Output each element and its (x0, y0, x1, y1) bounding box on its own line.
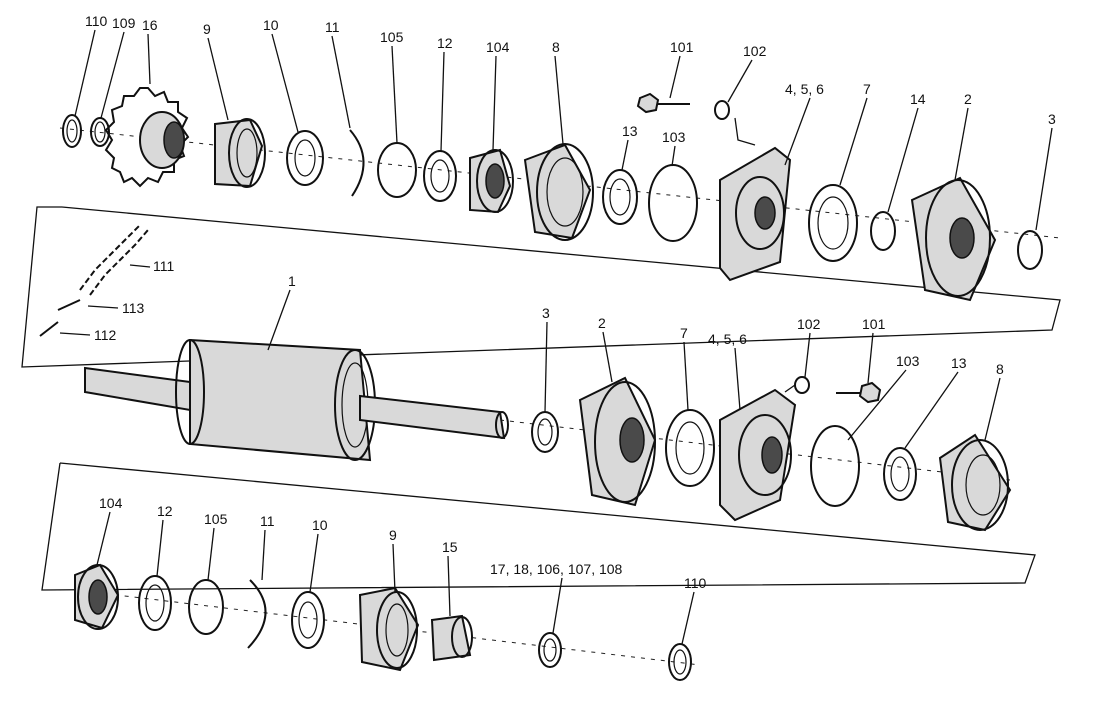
part-3-ring-top (1017, 230, 1043, 270)
part-105-spring-top (377, 142, 417, 198)
label-456-mid: 4, 5, 6 (708, 331, 747, 347)
chain-parts (39, 224, 149, 337)
part-7-plate-top (808, 184, 858, 262)
part-11-snapring-top (349, 129, 365, 197)
part-10-seal-top (286, 130, 324, 186)
label-110-bottom: 110 (684, 575, 707, 591)
label-2-top: 2 (964, 91, 972, 107)
label-103-mid: 103 (896, 353, 920, 369)
part-15-bushing (430, 614, 473, 662)
part-9-collar-bottom (358, 586, 420, 672)
label-102-top: 102 (743, 43, 767, 59)
label-111: 111 (153, 258, 174, 274)
label-104-bottom: 104 (99, 495, 123, 511)
part-3-ring-mid (531, 411, 559, 453)
label-10-bottom: 10 (312, 517, 328, 533)
part-13-seal-mid (883, 447, 917, 501)
part-9-collar-top (214, 118, 266, 188)
part-110-circlip-top (62, 114, 82, 148)
part-11-snapring-bottom (247, 579, 267, 649)
part-105-spring-bottom (188, 579, 224, 635)
leader-lines (59, 29, 1053, 645)
label-102-mid: 102 (797, 316, 821, 332)
label-8-mid: 8 (996, 361, 1004, 377)
part-group-17-18-106-107-108 (538, 632, 562, 668)
label-15: 15 (442, 539, 458, 555)
part-2-cover-top (910, 176, 997, 302)
label-101-top: 101 (670, 39, 694, 55)
part-7-plate-mid (665, 409, 715, 487)
label-105-bottom: 105 (204, 511, 228, 527)
part-104-bearing-top (469, 148, 514, 214)
label-10-top: 10 (263, 17, 279, 33)
label-8-top: 8 (552, 39, 560, 55)
part-16-sprocket (104, 87, 190, 188)
part-456-flange-top (719, 146, 792, 282)
label-110-top: 110 (85, 13, 108, 29)
label-11-top: 11 (325, 19, 340, 35)
label-13-mid: 13 (951, 355, 967, 371)
label-group-17-18-106-107-108: 17, 18, 106, 107, 108 (490, 561, 623, 577)
label-1: 1 (288, 273, 296, 289)
part-8-housing-top (523, 143, 594, 241)
label-7-top: 7 (863, 81, 871, 97)
label-14-top: 14 (910, 91, 926, 107)
part-456-flange-mid (719, 388, 797, 522)
label-9-bottom: 9 (389, 527, 397, 543)
label-13-top: 13 (622, 123, 638, 139)
part-103-oring-top (648, 164, 698, 242)
label-101-mid: 101 (862, 316, 886, 332)
label-12-top: 12 (437, 35, 453, 51)
part-14-ring-top (870, 211, 896, 251)
label-7-mid: 7 (680, 325, 688, 341)
label-103-top: 103 (662, 129, 686, 145)
label-105-top: 105 (380, 29, 404, 45)
part-13-seal-top (602, 169, 638, 225)
part-labels: 110 109 16 9 10 11 105 12 104 8 101 102 … (85, 13, 1056, 591)
part-12-ring-top (423, 150, 457, 202)
label-12-bottom: 12 (157, 503, 173, 519)
part-109-ring-top (90, 117, 110, 147)
label-109-top: 109 (112, 15, 136, 31)
label-104-top: 104 (486, 39, 510, 55)
label-113: 113 (122, 300, 145, 316)
label-3-top: 3 (1048, 111, 1056, 127)
part-1-drum-shaft (84, 338, 509, 462)
part-101-bolt-mid (836, 381, 882, 404)
label-3-mid: 3 (542, 305, 550, 321)
part-8-housing-mid (938, 433, 1012, 532)
part-102-washer-top (714, 100, 730, 120)
label-112: 112 (94, 327, 117, 343)
label-2-mid: 2 (598, 315, 606, 331)
part-104-bearing-bottom (74, 563, 120, 630)
part-12-ring-bottom (138, 575, 172, 631)
label-456-top: 4, 5, 6 (785, 81, 824, 97)
part-103-oring-mid (810, 425, 860, 507)
part-2-cover-mid (578, 376, 657, 507)
bracket-frame (21, 206, 1061, 591)
part-101-bolt-top (636, 92, 690, 114)
part-10-seal-bottom (291, 591, 325, 649)
label-16: 16 (142, 17, 158, 33)
label-9-top: 9 (203, 21, 211, 37)
part-102-washer-mid (794, 376, 810, 394)
label-11-bottom: 11 (260, 513, 275, 529)
part-110-circlip-bottom (668, 643, 692, 681)
